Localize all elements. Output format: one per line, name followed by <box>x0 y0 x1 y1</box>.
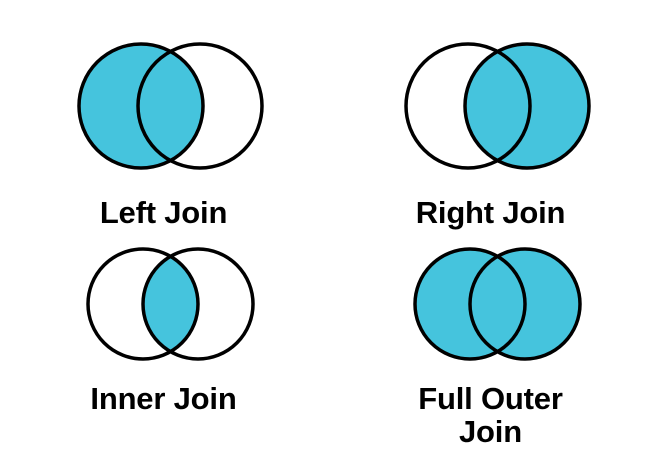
label-right-join: Right Join <box>415 195 566 230</box>
diagram-full-outer-join: Full Outer Join <box>327 240 654 449</box>
venn-overlap-region <box>465 44 530 168</box>
diagram-right-join: Right Join <box>327 34 654 229</box>
venn-outline-left <box>86 247 200 361</box>
diagram-inner-join: Inner Join <box>0 240 327 415</box>
venn-outline-right <box>463 42 591 170</box>
venn-overlap-region <box>143 249 198 359</box>
venn-right-join <box>404 42 591 170</box>
label-full-outer-join: Full Outer Join <box>418 381 563 450</box>
label-left-join: Left Join <box>99 195 228 230</box>
diagram-left-join: Left Join <box>0 34 327 229</box>
venn-full-outer-join <box>413 247 582 361</box>
venn-outline-right <box>136 42 264 170</box>
venn-outline-right <box>141 247 255 361</box>
venn-inner-join <box>86 247 255 361</box>
label-inner-join: Inner Join <box>90 381 237 416</box>
venn-outline-right <box>468 247 582 361</box>
venn-outline-left <box>404 42 532 170</box>
venn-left-join <box>77 42 264 170</box>
venn-outline-left <box>77 42 205 170</box>
venn-overlap-region <box>138 44 203 168</box>
venn-outline-left <box>413 247 527 361</box>
